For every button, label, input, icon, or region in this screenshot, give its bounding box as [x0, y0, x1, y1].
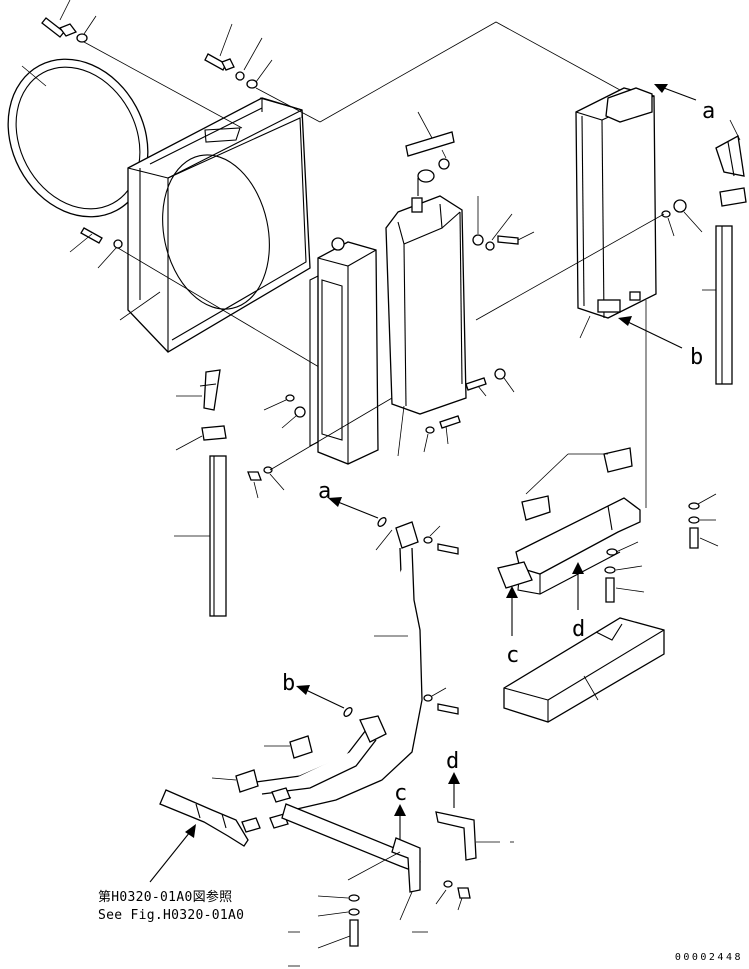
label-c-lower: c [394, 781, 407, 806]
label-a-hose: a [318, 479, 331, 504]
arrow-b-mid: b [618, 316, 703, 370]
left-bolt-washer [69, 227, 325, 371]
arrow-a-top: a [654, 84, 715, 124]
aftercooler-pad [405, 111, 455, 157]
right-bracket [715, 119, 745, 177]
arrow-b-hose: b [282, 671, 353, 717]
right-column [702, 225, 733, 385]
guard-plate [503, 617, 665, 723]
lower-bolts [317, 894, 360, 949]
radiator [575, 87, 657, 339]
mount-bolts [604, 300, 719, 603]
top-bolt-washer-1 [41, 0, 97, 43]
left-column [174, 455, 227, 617]
right-pad [719, 187, 747, 207]
mount-pads [521, 447, 633, 521]
hose-clamps [211, 735, 313, 833]
document-number: 00002448 [674, 952, 743, 963]
figure-reference-jp: 第H0320-01A0図参照 [98, 890, 233, 905]
mid-nuts-washers [247, 394, 393, 499]
aftercooler-bolts [397, 149, 535, 457]
left-pad [175, 425, 227, 451]
left-bracket [176, 369, 221, 411]
fan-ring [7, 58, 149, 218]
aftercooler [385, 169, 467, 415]
right-bolts [475, 199, 703, 321]
label-d-bracket: d [572, 617, 585, 642]
callout-dashes [288, 841, 514, 967]
arrow-d-lower: d [446, 749, 460, 808]
mount-bracket [497, 497, 641, 595]
fan-shroud [119, 97, 311, 353]
label-b-mid: b [690, 345, 703, 370]
label-c-bracket: c [506, 643, 519, 668]
lower-hose [159, 715, 387, 847]
reference-arrow [149, 824, 196, 883]
figure-reference-en: See Fig.H0320-01A0 [98, 908, 245, 923]
small-bracket-d [435, 811, 500, 861]
hose-fittings [423, 687, 459, 715]
label-b-hose: b [282, 671, 295, 696]
arrow-c-lower: c [394, 781, 407, 840]
lower-pipe [281, 803, 471, 921]
figure-reference: 第H0320-01A0図参照 See Fig.H0320-01A0 [98, 889, 244, 925]
oil-cooler [309, 237, 379, 465]
label-a-top: a [702, 99, 715, 124]
arrow-a-hose: a [318, 479, 387, 527]
arrow-d-bracket: d [572, 562, 585, 642]
arrow-c-bracket: c [506, 586, 519, 668]
label-d-lower: d [446, 749, 459, 774]
top-bolt-washer-2 [204, 23, 273, 89]
